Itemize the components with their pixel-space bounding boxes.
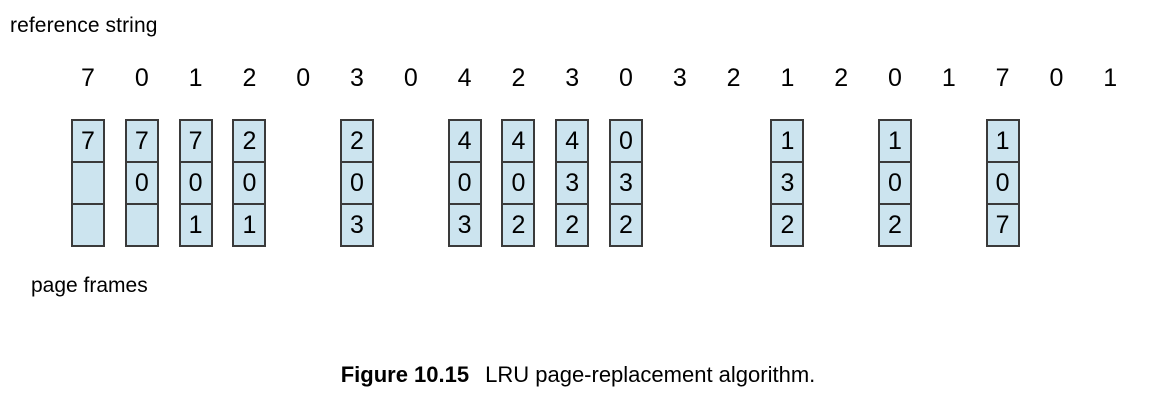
page-frame-cell: 3	[555, 161, 590, 205]
page-frame-cell: 2	[555, 204, 590, 247]
reference-string-label: reference string	[10, 14, 158, 37]
page-frame-cell: 0	[340, 161, 374, 205]
reference-string-digit: 3	[565, 64, 580, 92]
page-frame-cell: 2	[878, 204, 912, 247]
page-frame-column: 7	[71, 119, 105, 247]
page-frame-cell: 1	[232, 204, 267, 247]
page-frame-cell: 1	[770, 119, 805, 162]
page-frame-cell: 4	[501, 119, 536, 162]
page-frame-cell: 3	[340, 204, 374, 247]
page-frames-label: page frames	[31, 274, 148, 297]
reference-string-digit: 1	[780, 64, 795, 92]
page-frame-cell: 2	[609, 204, 643, 247]
reference-string-digit: 0	[888, 64, 902, 92]
reference-string-digit: 2	[834, 64, 849, 92]
reference-string-digit: 2	[242, 64, 257, 92]
page-frame-cell: 2	[340, 119, 374, 162]
page-frame-cell: 0	[447, 161, 482, 205]
reference-string-digit: 0	[619, 64, 633, 92]
reference-string-digit: 0	[134, 64, 149, 92]
page-frame-cell: 4	[555, 119, 590, 162]
page-frame-cell: 0	[878, 161, 912, 205]
page-frame-cell: 1	[985, 119, 1020, 162]
page-frame-cell: 3	[447, 204, 482, 247]
page-frame-cell	[71, 204, 105, 247]
page-frame-cell: 3	[770, 161, 805, 205]
reference-string-digit: 0	[1049, 64, 1064, 92]
page-frame-cell	[71, 161, 105, 205]
page-frame-cell: 4	[447, 119, 482, 162]
page-frame-cell: 0	[232, 161, 267, 205]
page-frame-cell: 2	[501, 204, 536, 247]
reference-string-digit: 0	[403, 64, 418, 92]
figure-caption-number: Figure 10.15	[340, 362, 470, 387]
page-frame-cell: 3	[609, 161, 643, 205]
page-frame-cell: 1	[878, 119, 912, 162]
page-frame-cell: 7	[124, 119, 159, 162]
page-frame-cell: 2	[232, 119, 267, 162]
reference-string-digit: 3	[672, 64, 687, 92]
reference-string-digit: 4	[457, 64, 472, 92]
figure-caption-text: LRU page-replacement algorithm.	[485, 362, 816, 387]
reference-string-digit: 7	[81, 64, 95, 92]
reference-string-digit: 1	[941, 64, 956, 92]
reference-string-digit: 2	[726, 64, 741, 92]
figure-caption: Figure 10.15 LRU page-replacement algorit…	[0, 360, 1156, 390]
reference-string-digit: 3	[350, 64, 364, 92]
reference-string-digit: 1	[1103, 64, 1118, 92]
page-frame-cell: 7	[985, 204, 1020, 247]
page-frame-cell: 1	[178, 204, 213, 247]
reference-string-row: 7 0 1 2 0 3 0 4 2 3 0 3 2 1 2 0 1 7 0 1	[0, 61, 1156, 95]
page-frame-cell: 0	[501, 161, 536, 205]
page-frame-cell: 0	[178, 161, 213, 205]
page-frame-cell: 7	[178, 119, 213, 162]
page-frame-cell: 2	[770, 204, 805, 247]
page-frame-cell: 0	[124, 161, 159, 205]
reference-string-digit: 2	[511, 64, 526, 92]
reference-string-digit: 1	[188, 64, 203, 92]
page-frame-cell: 0	[985, 161, 1020, 205]
page-frame-cell: 0	[609, 119, 643, 162]
page-frame-cell: 7	[71, 119, 105, 162]
page-frame-cell	[124, 204, 159, 247]
reference-string-digit: 7	[995, 64, 1010, 92]
reference-string-digit: 0	[296, 64, 311, 92]
